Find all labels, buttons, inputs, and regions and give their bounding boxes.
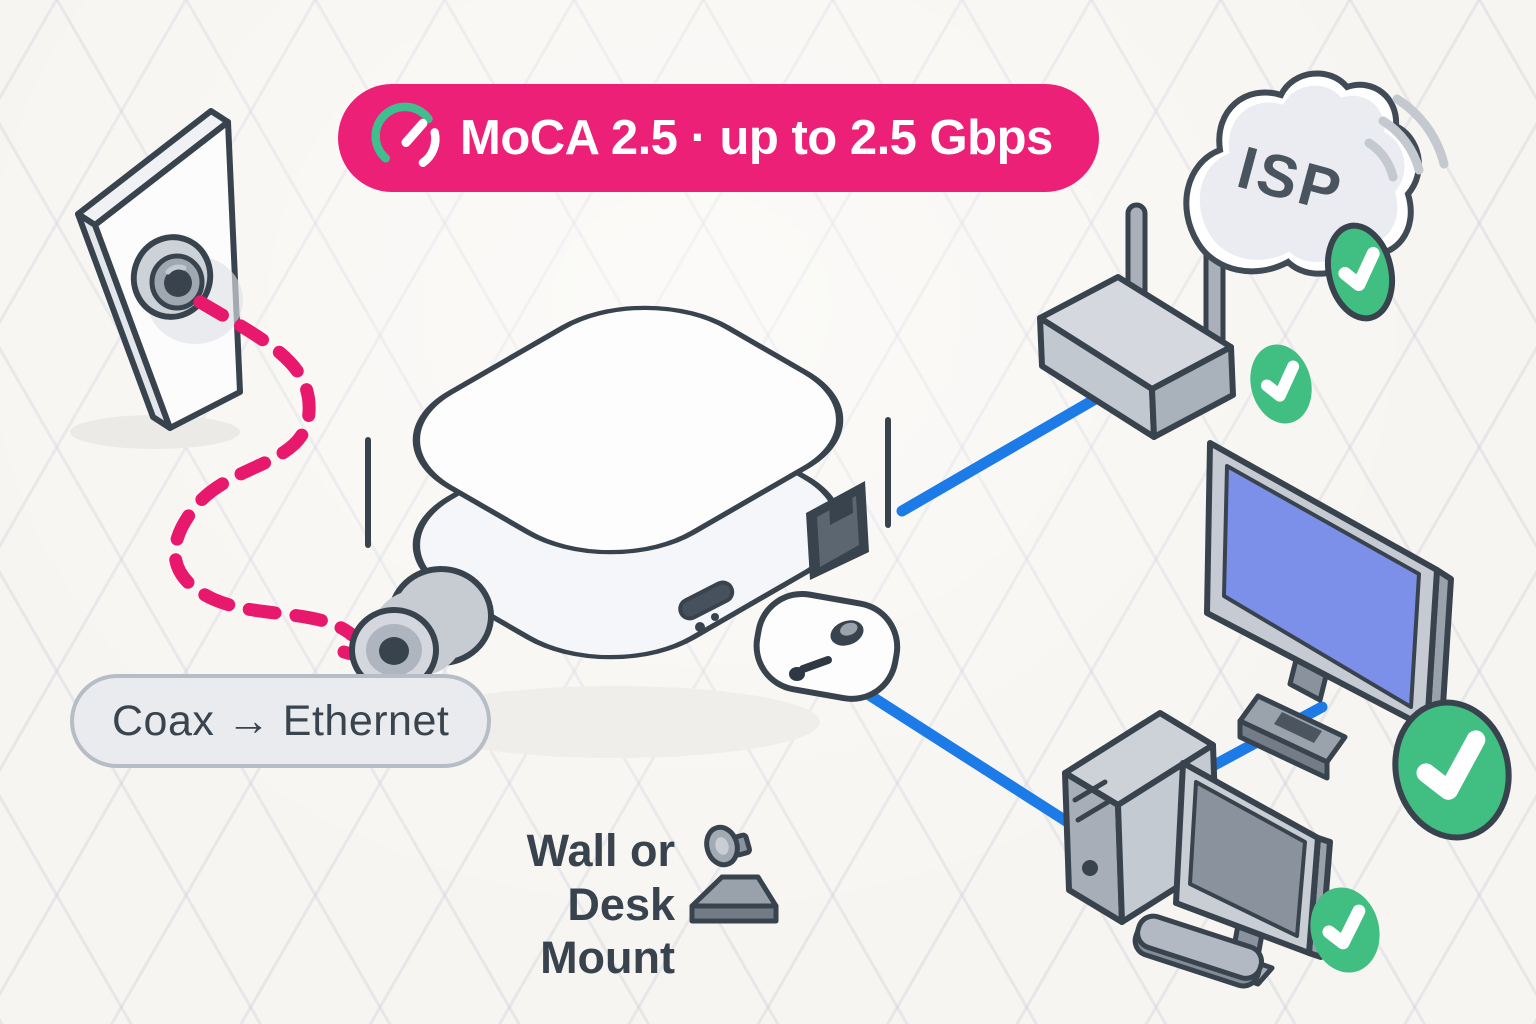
wall-plate-shadow xyxy=(70,415,240,449)
mount-options-line2: Mount xyxy=(540,932,675,984)
desktop-computer xyxy=(1062,710,1333,989)
tv-stand-slot xyxy=(1274,712,1322,743)
desk-mount-stand-icon xyxy=(689,874,779,924)
tv-stand-base-front xyxy=(1237,718,1330,781)
mount-options-line1: Wall or Desk xyxy=(526,825,675,930)
coax-to-ethernet-label-pill: Coax → Ethernet xyxy=(70,674,492,768)
check-icon xyxy=(1310,887,1380,973)
mount-options-label: Wall or Desk Mount xyxy=(420,824,675,985)
ethernet-line-adapter-router xyxy=(896,392,1103,517)
mount-tab-screw-icon xyxy=(789,656,832,681)
check-icon xyxy=(1392,699,1512,841)
check-icon xyxy=(1324,222,1396,322)
usb-c-port xyxy=(678,580,735,621)
wall-desk-mount-tab xyxy=(753,590,901,702)
mount-tab-hole xyxy=(830,620,864,646)
moca-adapter xyxy=(349,305,891,693)
cloud-inner xyxy=(1199,85,1405,262)
coax-to-ethernet-label: Coax → Ethernet xyxy=(112,696,450,745)
tv-screen xyxy=(1222,464,1421,709)
speed-badge: MoCA 2.5 · up to 2.5 Gbps xyxy=(338,84,1099,192)
desktop-keyboard xyxy=(1132,913,1264,989)
ethernet-port xyxy=(806,481,869,580)
adapter-shadow xyxy=(410,686,820,758)
wifi-router xyxy=(1037,202,1236,440)
speedometer-icon xyxy=(371,102,440,167)
router-side-face xyxy=(1149,344,1236,440)
speed-badge-label: MoCA 2.5 · up to 2.5 Gbps xyxy=(460,111,1053,165)
wall-coax-connector xyxy=(130,234,214,320)
check-icon xyxy=(1250,344,1312,424)
tv xyxy=(1204,440,1454,781)
isp-cloud: ISP xyxy=(1183,70,1449,322)
desktop-tower xyxy=(1062,710,1220,925)
led-indicators xyxy=(695,613,719,632)
wall-mount-screw-icon xyxy=(704,824,752,868)
tower-power-button xyxy=(1082,860,1098,876)
wifi-signal-icon xyxy=(1364,94,1449,182)
coax-cable-dashed xyxy=(168,295,359,642)
coax-wall-outlet xyxy=(75,108,243,431)
monitor-screen xyxy=(1188,780,1307,938)
adapter-top-face xyxy=(412,305,844,555)
coax-port xyxy=(349,566,494,693)
